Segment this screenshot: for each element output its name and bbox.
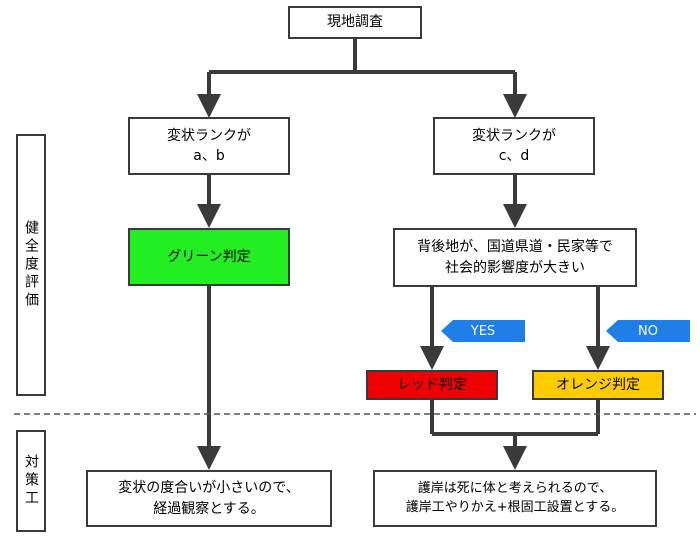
red-judgment-text: レッド判定 <box>397 376 467 393</box>
observation-line2: 経過観察とする。 <box>153 500 265 517</box>
yes-tag-text: YES <box>470 323 496 339</box>
background-condition-box: 背後地が、国道県道・民家等で 社会的影響度が大きい <box>393 228 637 287</box>
rank-ab-box: 変状ランクが a、b <box>128 117 290 175</box>
section-label-countermeasure-text: 対策工 <box>23 454 39 508</box>
no-arrow-shape <box>606 320 690 342</box>
red-judgment-box: レッド判定 <box>366 370 498 400</box>
orange-judgment-box: オレンジ判定 <box>532 370 664 400</box>
observation-line1: 変状の度合いが小さいので、 <box>118 480 300 497</box>
yes-arrow-shape <box>441 320 525 342</box>
rank-cd-line1: 変状ランクが <box>472 127 556 144</box>
orange-judgment-text: オレンジ判定 <box>556 376 640 393</box>
survey-text: 現地調査 <box>327 14 383 31</box>
replacement-line2: 護岸工やりかえ+根固工設置とする。 <box>405 499 625 515</box>
background-line2: 社会的影響度が大きい <box>445 259 585 276</box>
background-line1: 背後地が、国道県道・民家等で <box>417 239 613 256</box>
survey-box: 現地調査 <box>288 6 422 39</box>
green-judgment-text: グリーン判定 <box>167 248 251 265</box>
no-tag-text: NO <box>638 323 658 339</box>
observation-result-box: 変状の度合いが小さいので、 経過観察とする。 <box>86 470 332 527</box>
rank-ab-line1: 変状ランクが <box>167 127 251 144</box>
replacement-result-box: 護岸は死に体と考えられるので、 護岸工やりかえ+根固工設置とする。 <box>373 470 657 527</box>
rank-cd-line2: c、d <box>498 148 530 164</box>
section-label-evaluation: 健全度評価 <box>16 134 46 396</box>
replacement-line1: 護岸は死に体と考えられるので、 <box>417 480 613 496</box>
rank-cd-box: 変状ランクが c、d <box>433 117 595 175</box>
rank-ab-line2: a、b <box>193 148 225 164</box>
yes-tag: YES <box>441 320 525 342</box>
section-label-evaluation-text: 健全度評価 <box>23 220 39 310</box>
no-tag: NO <box>606 320 690 342</box>
green-judgment-box: グリーン判定 <box>128 228 290 286</box>
section-label-countermeasure: 対策工 <box>16 430 46 532</box>
